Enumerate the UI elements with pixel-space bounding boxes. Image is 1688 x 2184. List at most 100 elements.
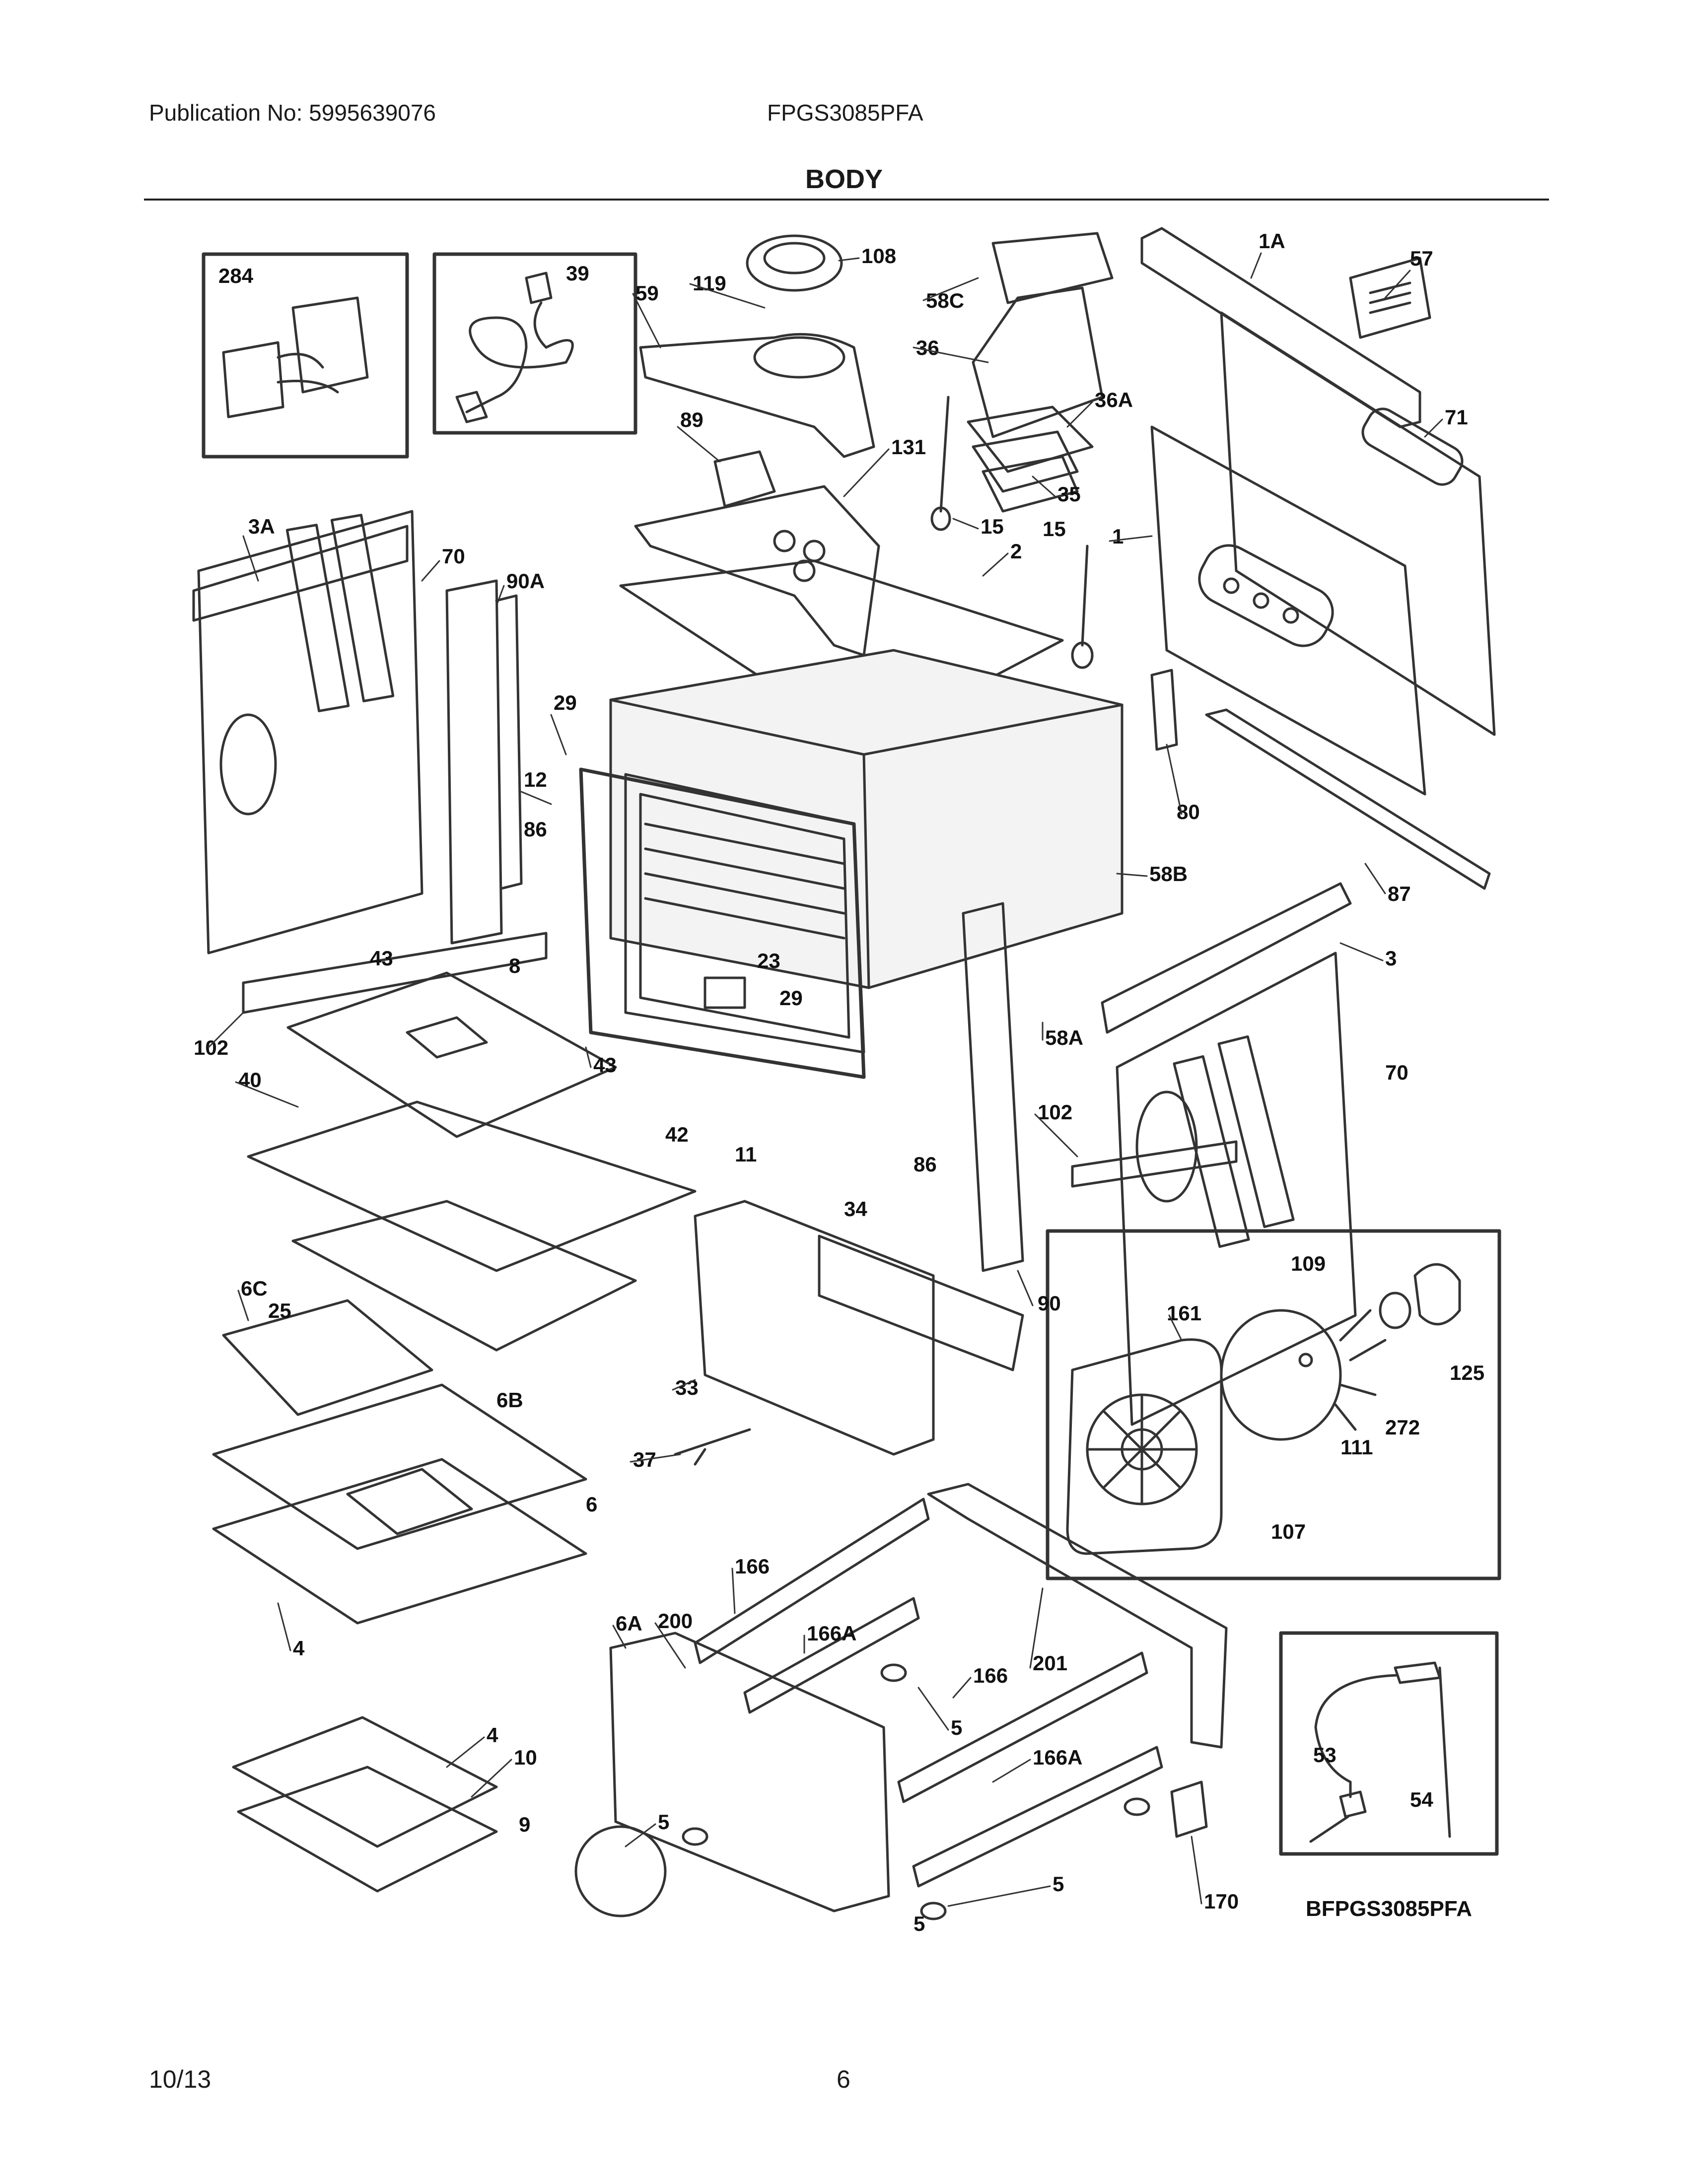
part-label: 5 [914, 1912, 925, 1935]
part-label: 4 [293, 1637, 305, 1660]
part-label: 166A [1033, 1746, 1082, 1769]
inset-box-53-54 [1279, 1631, 1499, 1856]
part-label: 6C [241, 1277, 268, 1300]
part-label: 59 [635, 281, 659, 305]
callout-leaders [208, 252, 1443, 1907]
part-callouts: 284 39 119 108 59 58C 36 1A 57 36A 89 13… [194, 229, 1484, 1935]
part-label: 102 [1038, 1100, 1072, 1124]
part-label: 29 [779, 986, 803, 1010]
page-title: BODY [805, 164, 883, 194]
part-label: 25 [268, 1299, 291, 1322]
part-label: 166A [807, 1622, 856, 1645]
part-label: 29 [554, 691, 577, 714]
broiler-pan-9-10 [232, 1716, 498, 1893]
part-label: 58C [926, 289, 964, 312]
drip-tray-8 [286, 971, 617, 1138]
part-label: 53 [1313, 1743, 1336, 1767]
door-frame-33-34 [694, 1200, 1024, 1456]
part-label: 54 [1410, 1788, 1433, 1811]
part-label: 111 [1340, 1435, 1373, 1459]
part-label: 1 [1112, 525, 1124, 548]
part-label: 35 [1057, 482, 1081, 506]
gaskets-36A-35 [967, 406, 1094, 513]
part-label: 3 [1385, 947, 1397, 970]
rail-3A [192, 525, 409, 622]
part-label: 90A [506, 569, 545, 593]
rail-3 [1101, 882, 1352, 1034]
cover-57 [1349, 257, 1431, 339]
side-panel-70-right [1116, 952, 1357, 1426]
part-label: 42 [665, 1123, 689, 1146]
publication-number: Publication No: 5995639076 [149, 100, 436, 126]
drawer-frame-200-201 [609, 1483, 1228, 1912]
drawer-rails-166-166A [694, 1498, 1163, 1888]
part-label: 34 [844, 1197, 867, 1221]
bracket-59 [639, 333, 875, 458]
back-panel-1 [1150, 425, 1426, 796]
part-label: 200 [658, 1609, 693, 1633]
inset-box-fan-motor [1046, 1229, 1501, 1580]
part-label: 15 [981, 515, 1004, 538]
part-label: 86 [524, 818, 547, 841]
part-label: 5 [658, 1810, 669, 1834]
part-label: 125 [1450, 1361, 1484, 1384]
part-label: 12 [524, 768, 547, 791]
part-label: 131 [891, 435, 926, 459]
side-panel-70-left [197, 510, 423, 955]
oven-cavity-58A-58B [609, 649, 1124, 1054]
part-label: 36 [916, 336, 939, 359]
part-label: 284 [218, 264, 254, 287]
shield-25 [291, 1200, 637, 1352]
trim-102-left [242, 932, 548, 1014]
part-label: 119 [693, 272, 726, 295]
side-panel-90 [962, 902, 1024, 1272]
part-label: 102 [194, 1036, 228, 1059]
part-label: 166 [735, 1555, 770, 1578]
part-label: 43 [370, 947, 393, 970]
diagram-id: BFPGS3085PFA [1306, 1897, 1472, 1921]
vent-duct-58C-36 [972, 232, 1114, 438]
part-label: 39 [566, 262, 589, 285]
bracket-170 [1170, 1780, 1208, 1838]
inset-box-39 [432, 252, 637, 435]
oven-racks-6-6B-6C-6A [212, 1299, 587, 1625]
footer-date: 10/13 [149, 2065, 211, 2093]
rear-panel-71 [1220, 311, 1496, 736]
panel-90A [445, 579, 523, 945]
part-label: 201 [1033, 1651, 1067, 1675]
top-rail-1A [1140, 227, 1421, 428]
part-label: 3A [248, 515, 275, 538]
part-label: 89 [680, 408, 703, 431]
part-label: 6B [496, 1388, 523, 1412]
part-label: 5 [1053, 1872, 1064, 1896]
probe-15 [930, 396, 1094, 669]
part-label: 170 [1204, 1890, 1239, 1913]
part-label: 4 [487, 1723, 498, 1747]
part-label: 71 [1445, 406, 1468, 429]
leveler-legs-5 [574, 1663, 1150, 1920]
part-label: 86 [914, 1153, 937, 1176]
part-label: 5 [951, 1716, 962, 1739]
part-label: 87 [1388, 882, 1411, 905]
convection-element-108 [746, 234, 843, 292]
part-label: 109 [1291, 1252, 1326, 1275]
part-label: 57 [1410, 247, 1433, 270]
part-label: 107 [1271, 1520, 1306, 1543]
part-label: 58A [1045, 1026, 1083, 1049]
part-label: 70 [442, 545, 465, 568]
inset-box-284 [202, 252, 409, 459]
part-label: 11 [735, 1143, 757, 1166]
part-label: 272 [1385, 1416, 1420, 1439]
part-label: 108 [861, 244, 896, 268]
harness-37 [674, 1428, 751, 1466]
part-label: 10 [514, 1746, 537, 1769]
header-divider [144, 199, 1549, 201]
part-label: 8 [509, 954, 520, 977]
footer-page-number: 6 [837, 2065, 850, 2093]
thermostat-89 [713, 450, 776, 508]
part-label: 1A [1259, 229, 1285, 253]
gasket-11 [579, 767, 866, 1079]
bottom-42 [247, 1100, 697, 1272]
model-number: FPGS3085PFA [767, 100, 923, 126]
